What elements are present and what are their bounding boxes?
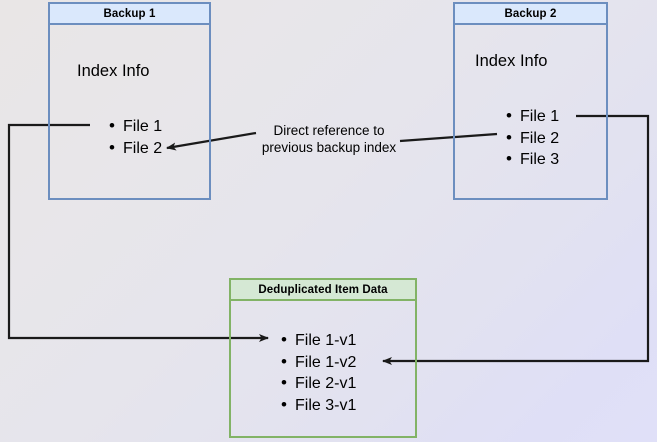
list-item: File 1-v1 (281, 329, 356, 352)
backup2-title: Backup 2 (504, 7, 557, 20)
list-item: File 3 (506, 148, 559, 171)
dedup-file-list: File 1-v1 File 1-v2 File 2-v1 File 3-v1 (278, 329, 356, 417)
list-item: File 1 (109, 115, 162, 138)
list-item: File 1 (506, 105, 559, 128)
backup2-file-list: File 1 File 2 File 3 (503, 105, 559, 171)
dedup-box[interactable]: Deduplicated Item Data File 1-v1 File 1-… (229, 278, 417, 438)
backup1-title-bar: Backup 1 (48, 2, 211, 25)
backup1-index-info-label: Index Info (77, 62, 150, 80)
list-item: File 3-v1 (281, 394, 356, 417)
list-item: File 2-v1 (281, 372, 356, 395)
backup1-title: Backup 1 (103, 7, 156, 20)
backup1-box[interactable]: Backup 1 Index Info File 1 File 2 (48, 2, 211, 200)
backup2-index-info-label: Index Info (475, 52, 548, 70)
dedup-title-bar: Deduplicated Item Data (229, 278, 417, 301)
backup1-file-list: File 1 File 2 (106, 115, 162, 160)
list-item: File 2 (109, 137, 162, 160)
dedup-title: Deduplicated Item Data (258, 283, 388, 296)
backup2-box[interactable]: Backup 2 Index Info File 1 File 2 File 3 (453, 2, 608, 200)
list-item: File 2 (506, 127, 559, 150)
backup2-title-bar: Backup 2 (453, 2, 608, 25)
list-item: File 1-v2 (281, 351, 356, 374)
direct-reference-label: Direct reference to previous backup inde… (261, 123, 397, 155)
